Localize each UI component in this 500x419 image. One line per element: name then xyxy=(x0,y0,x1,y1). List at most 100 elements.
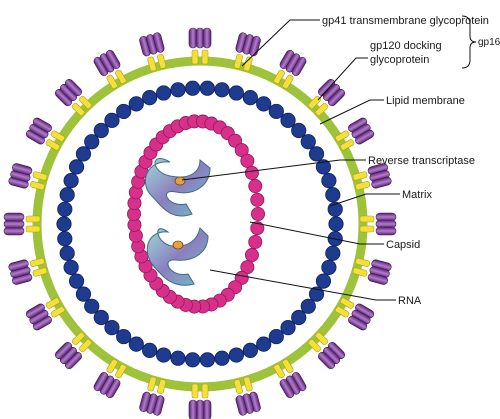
matrix-bead xyxy=(128,336,144,352)
capsid-bead xyxy=(240,153,255,168)
matrix-bead xyxy=(300,134,316,150)
matrix-bead xyxy=(268,328,284,345)
matrix-bead xyxy=(291,309,307,326)
matrix-bead xyxy=(280,320,296,336)
matrix-bead xyxy=(104,112,120,128)
matrix-bead xyxy=(59,187,75,203)
matrix-bead xyxy=(56,216,72,232)
matrix-bead xyxy=(291,122,307,139)
matrix-bead xyxy=(116,328,132,345)
matrix-bead xyxy=(84,134,100,150)
glycoprotein-spike xyxy=(188,27,212,65)
matrix-bead xyxy=(185,80,201,96)
matrix-bead xyxy=(242,342,258,358)
glycoprotein-spike xyxy=(273,358,307,399)
capsid-bead xyxy=(240,260,255,275)
capsid-leader xyxy=(249,221,384,245)
matrix-bead xyxy=(59,245,75,261)
matrix-bead xyxy=(308,286,325,302)
matrix-bead xyxy=(63,259,79,276)
matrix-bead xyxy=(328,216,344,232)
matrix-bead xyxy=(156,85,172,101)
glycoprotein-spike xyxy=(308,332,346,370)
matrix-bead xyxy=(325,187,341,203)
glycoprotein-spike xyxy=(8,163,48,191)
label-gp120-line1: gp120 docking xyxy=(370,40,442,52)
matrix-bead xyxy=(170,350,186,366)
glycoprotein-spike xyxy=(8,257,48,285)
glycoprotein-spike xyxy=(233,376,261,416)
matrix-bead xyxy=(268,103,284,120)
rna-strand-lower xyxy=(146,226,209,286)
capsid-bead xyxy=(234,143,249,158)
capsid-bead xyxy=(248,234,263,249)
matrix-bead xyxy=(57,231,73,247)
matrix-bead xyxy=(116,103,132,120)
matrix-bead xyxy=(214,82,230,98)
matrix-bead xyxy=(170,82,186,98)
rna-strand-upper xyxy=(145,157,211,217)
label-reverse-transcriptase: Reverse transcriptase xyxy=(368,155,475,167)
glycoprotein-spike xyxy=(188,383,212,419)
label-gp160: gp160 xyxy=(478,37,500,48)
matrix-bead xyxy=(321,172,337,189)
glycoprotein-spike xyxy=(308,78,346,116)
matrix-bead xyxy=(68,273,85,289)
matrix-bead xyxy=(308,146,325,162)
glycoprotein-spike xyxy=(233,32,261,72)
label-gp120-line2: glycoprotein xyxy=(370,54,429,66)
glycoprotein-spike xyxy=(93,49,127,90)
glycoprotein-spikes xyxy=(3,27,397,419)
label-gp41: gp41 transmembrane glycoprotein xyxy=(322,15,489,27)
glycoprotein-spike xyxy=(273,49,307,90)
glycoprotein-spike xyxy=(3,212,41,236)
label-rna: RNA xyxy=(398,295,422,307)
glycoprotein-spike xyxy=(25,297,66,331)
gp41-leader xyxy=(241,19,320,67)
matrix-bead xyxy=(93,309,109,326)
leader-lines xyxy=(181,19,400,301)
rna-leader xyxy=(209,269,396,301)
reverse-transcriptase-leader xyxy=(181,159,366,181)
matrix-leader xyxy=(329,193,400,207)
matrix-bead xyxy=(214,350,230,366)
matrix-bead xyxy=(321,259,337,276)
matrix-bead xyxy=(315,159,332,175)
matrix-bead xyxy=(142,90,158,106)
matrix-bead xyxy=(63,172,79,189)
lipid-membrane-leader xyxy=(319,99,384,125)
capsid-bead xyxy=(250,192,265,207)
glycoprotein-spike xyxy=(54,78,92,116)
reverse-transcriptase-upper xyxy=(174,176,186,186)
matrix-bead xyxy=(300,298,316,314)
reverse-transcriptase-lower xyxy=(172,240,184,250)
glycoprotein-spike xyxy=(25,117,66,151)
matrix-bead xyxy=(75,146,92,162)
capsid-shell xyxy=(127,114,265,314)
matrix-bead xyxy=(57,201,73,217)
matrix-bead xyxy=(142,342,158,358)
matrix-bead xyxy=(156,347,172,363)
label-matrix: Matrix xyxy=(402,189,432,201)
glycoprotein-spike xyxy=(352,257,392,285)
glycoprotein-spike xyxy=(139,32,167,72)
capsid-bead xyxy=(248,179,263,194)
matrix-bead xyxy=(75,286,92,302)
capsid-bead xyxy=(250,206,265,221)
gp160-bracket xyxy=(461,15,477,69)
matrix-bead xyxy=(128,96,144,112)
matrix-bead xyxy=(325,245,341,261)
lipid-membrane-ring xyxy=(32,56,368,392)
gp120-leader xyxy=(317,57,368,101)
label-lipid-membrane: Lipid membrane xyxy=(386,95,465,107)
matrix-bead xyxy=(104,320,120,336)
capsid-bead xyxy=(250,221,265,236)
matrix-bead xyxy=(315,273,332,289)
capsid-bead xyxy=(244,248,259,263)
matrix-bead xyxy=(228,347,244,363)
glycoprotein-spike xyxy=(359,212,397,236)
glycoprotein-spike xyxy=(139,376,167,416)
capsid-bead xyxy=(244,165,259,180)
